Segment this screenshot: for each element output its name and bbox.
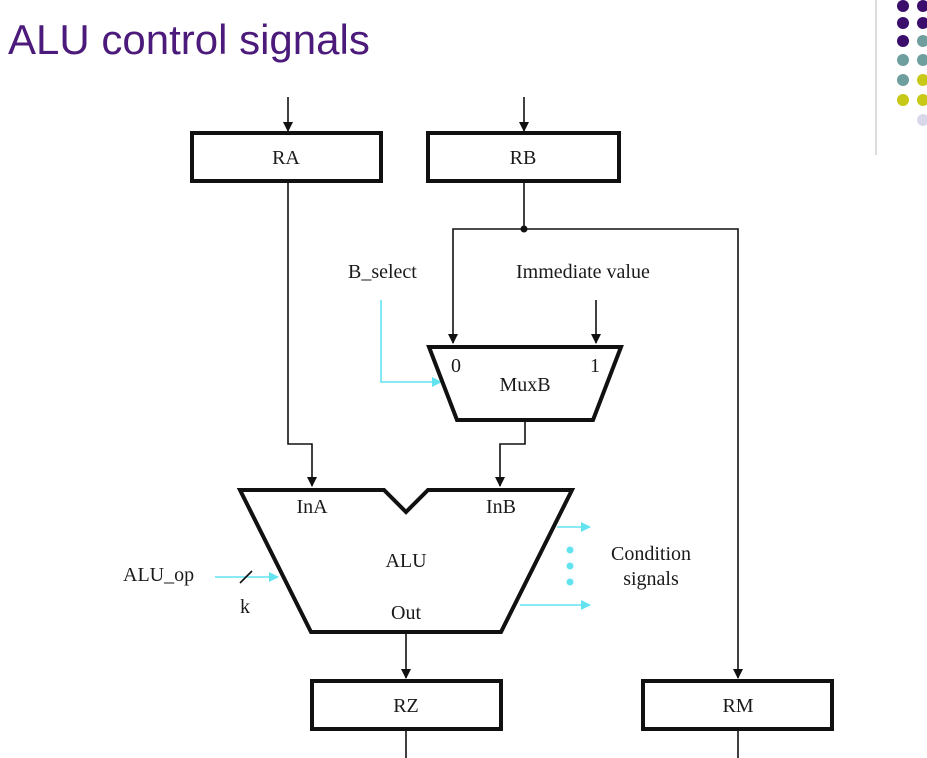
- alu-op-bus-slash: [239, 570, 253, 584]
- b-select-label: B_select: [348, 261, 417, 283]
- condition-signal-dot: [566, 546, 574, 554]
- muxb: 0 1 MuxB: [426, 345, 624, 422]
- alu-op-width-label: k: [240, 596, 250, 618]
- immediate-value-label: Immediate value: [516, 261, 650, 283]
- register-rb: RB: [426, 131, 621, 183]
- register-rz: RZ: [310, 679, 503, 731]
- register-rz-label: RZ: [393, 695, 419, 717]
- alu-in-b-label: InB: [486, 496, 516, 518]
- condition-signals-label-line2: signals: [623, 568, 679, 590]
- alu: InA InB ALU Out: [236, 488, 576, 634]
- register-ra-label: RA: [272, 147, 300, 169]
- muxb-input-0-label: 0: [451, 355, 461, 377]
- alu-op-label: ALU_op: [123, 564, 194, 586]
- register-rm-label: RM: [722, 695, 753, 717]
- condition-signals-label-line1: Condition: [611, 543, 691, 565]
- alu-out-label: Out: [391, 602, 421, 624]
- slide-title: ALU control signals: [8, 16, 370, 63]
- ra-to-alu-wire: [287, 182, 317, 487]
- condition-signal-dot: [566, 578, 574, 586]
- condition-signal-dot: [566, 562, 574, 570]
- muxb-label: MuxB: [499, 374, 550, 396]
- alu-label: ALU: [385, 550, 427, 572]
- register-ra: RA: [190, 131, 383, 183]
- corner-dots-decoration: [875, 0, 927, 155]
- register-rb-label: RB: [510, 147, 537, 169]
- muxb-input-1-label: 1: [590, 355, 600, 377]
- alu-in-a-label: InA: [296, 496, 328, 518]
- b-select-control-line: [380, 300, 442, 387]
- rb-to-rm-wire: [524, 228, 743, 679]
- register-rm: RM: [641, 679, 834, 731]
- rb-to-muxb-wire: [448, 228, 524, 344]
- muxb-to-alu-wire: [495, 421, 526, 487]
